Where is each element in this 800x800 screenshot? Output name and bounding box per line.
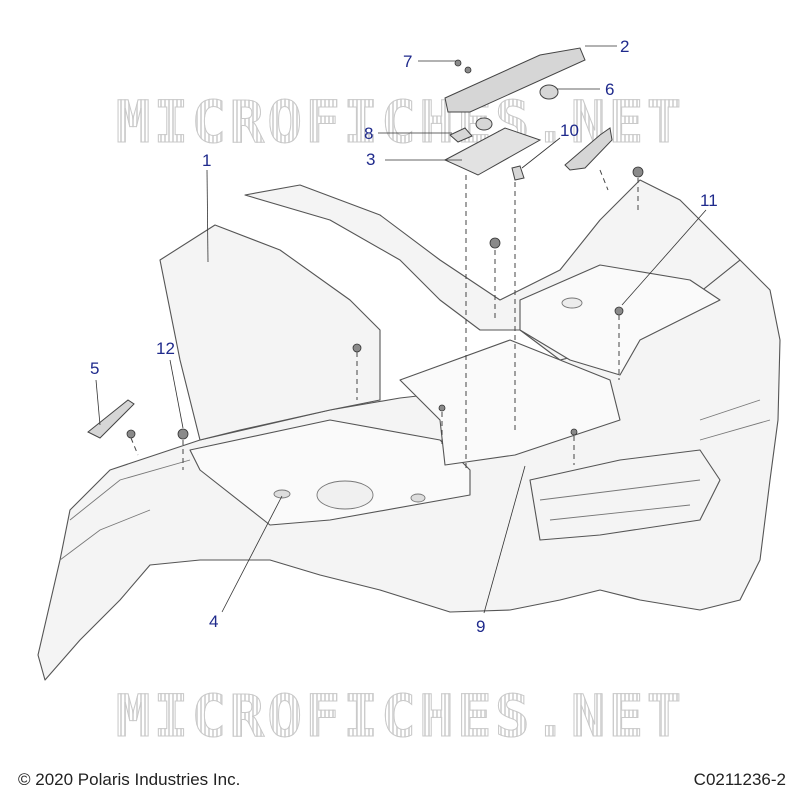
left-inner-panel (159, 224, 381, 441)
fastener-left-center (352, 343, 362, 353)
callout-10: 10 (560, 121, 579, 140)
right-cargo-well (519, 264, 721, 376)
center-storage-box (399, 339, 621, 466)
handle-part-5 (87, 399, 135, 439)
fastener-right-top (632, 166, 644, 178)
screw-part-11 (614, 306, 624, 316)
callout-2: 2 (620, 37, 630, 56)
left-cargo-well (189, 419, 471, 526)
bracket-part-2 (444, 47, 586, 113)
watermark-bottom: MICROFICHES.NET (0, 682, 800, 751)
callout-1: 1 (202, 151, 212, 170)
screw-part-7a (454, 59, 462, 67)
callout-4: 4 (209, 612, 219, 631)
screw-center-right (570, 428, 578, 436)
watermark-top: MICROFICHES.NET (0, 88, 800, 157)
fastener-center (489, 237, 501, 249)
callout-6: 6 (605, 80, 615, 99)
pad-part-6 (539, 84, 559, 100)
pad-part-6b (475, 117, 493, 131)
callout-7: 7 (403, 52, 413, 71)
callout-8: 8 (364, 124, 374, 143)
screw-center-left (438, 404, 446, 412)
screw-part-7b (464, 66, 472, 74)
plate-part-3 (443, 127, 542, 176)
callout-11: 11 (700, 191, 718, 210)
callout-3: 3 (366, 150, 376, 169)
latch-part-8 (449, 127, 473, 143)
fastener-part-12 (177, 428, 189, 440)
copyright-text: © 2020 Polaris Industries Inc. (18, 770, 241, 789)
handle-part-right (564, 127, 613, 171)
callout-12: 12 (156, 339, 175, 358)
fastener-left (126, 429, 136, 439)
callout-9: 9 (476, 617, 486, 636)
callout-5: 5 (90, 359, 100, 378)
clip-part-10 (511, 165, 525, 181)
figure-code: C0211236-2 (693, 770, 786, 789)
